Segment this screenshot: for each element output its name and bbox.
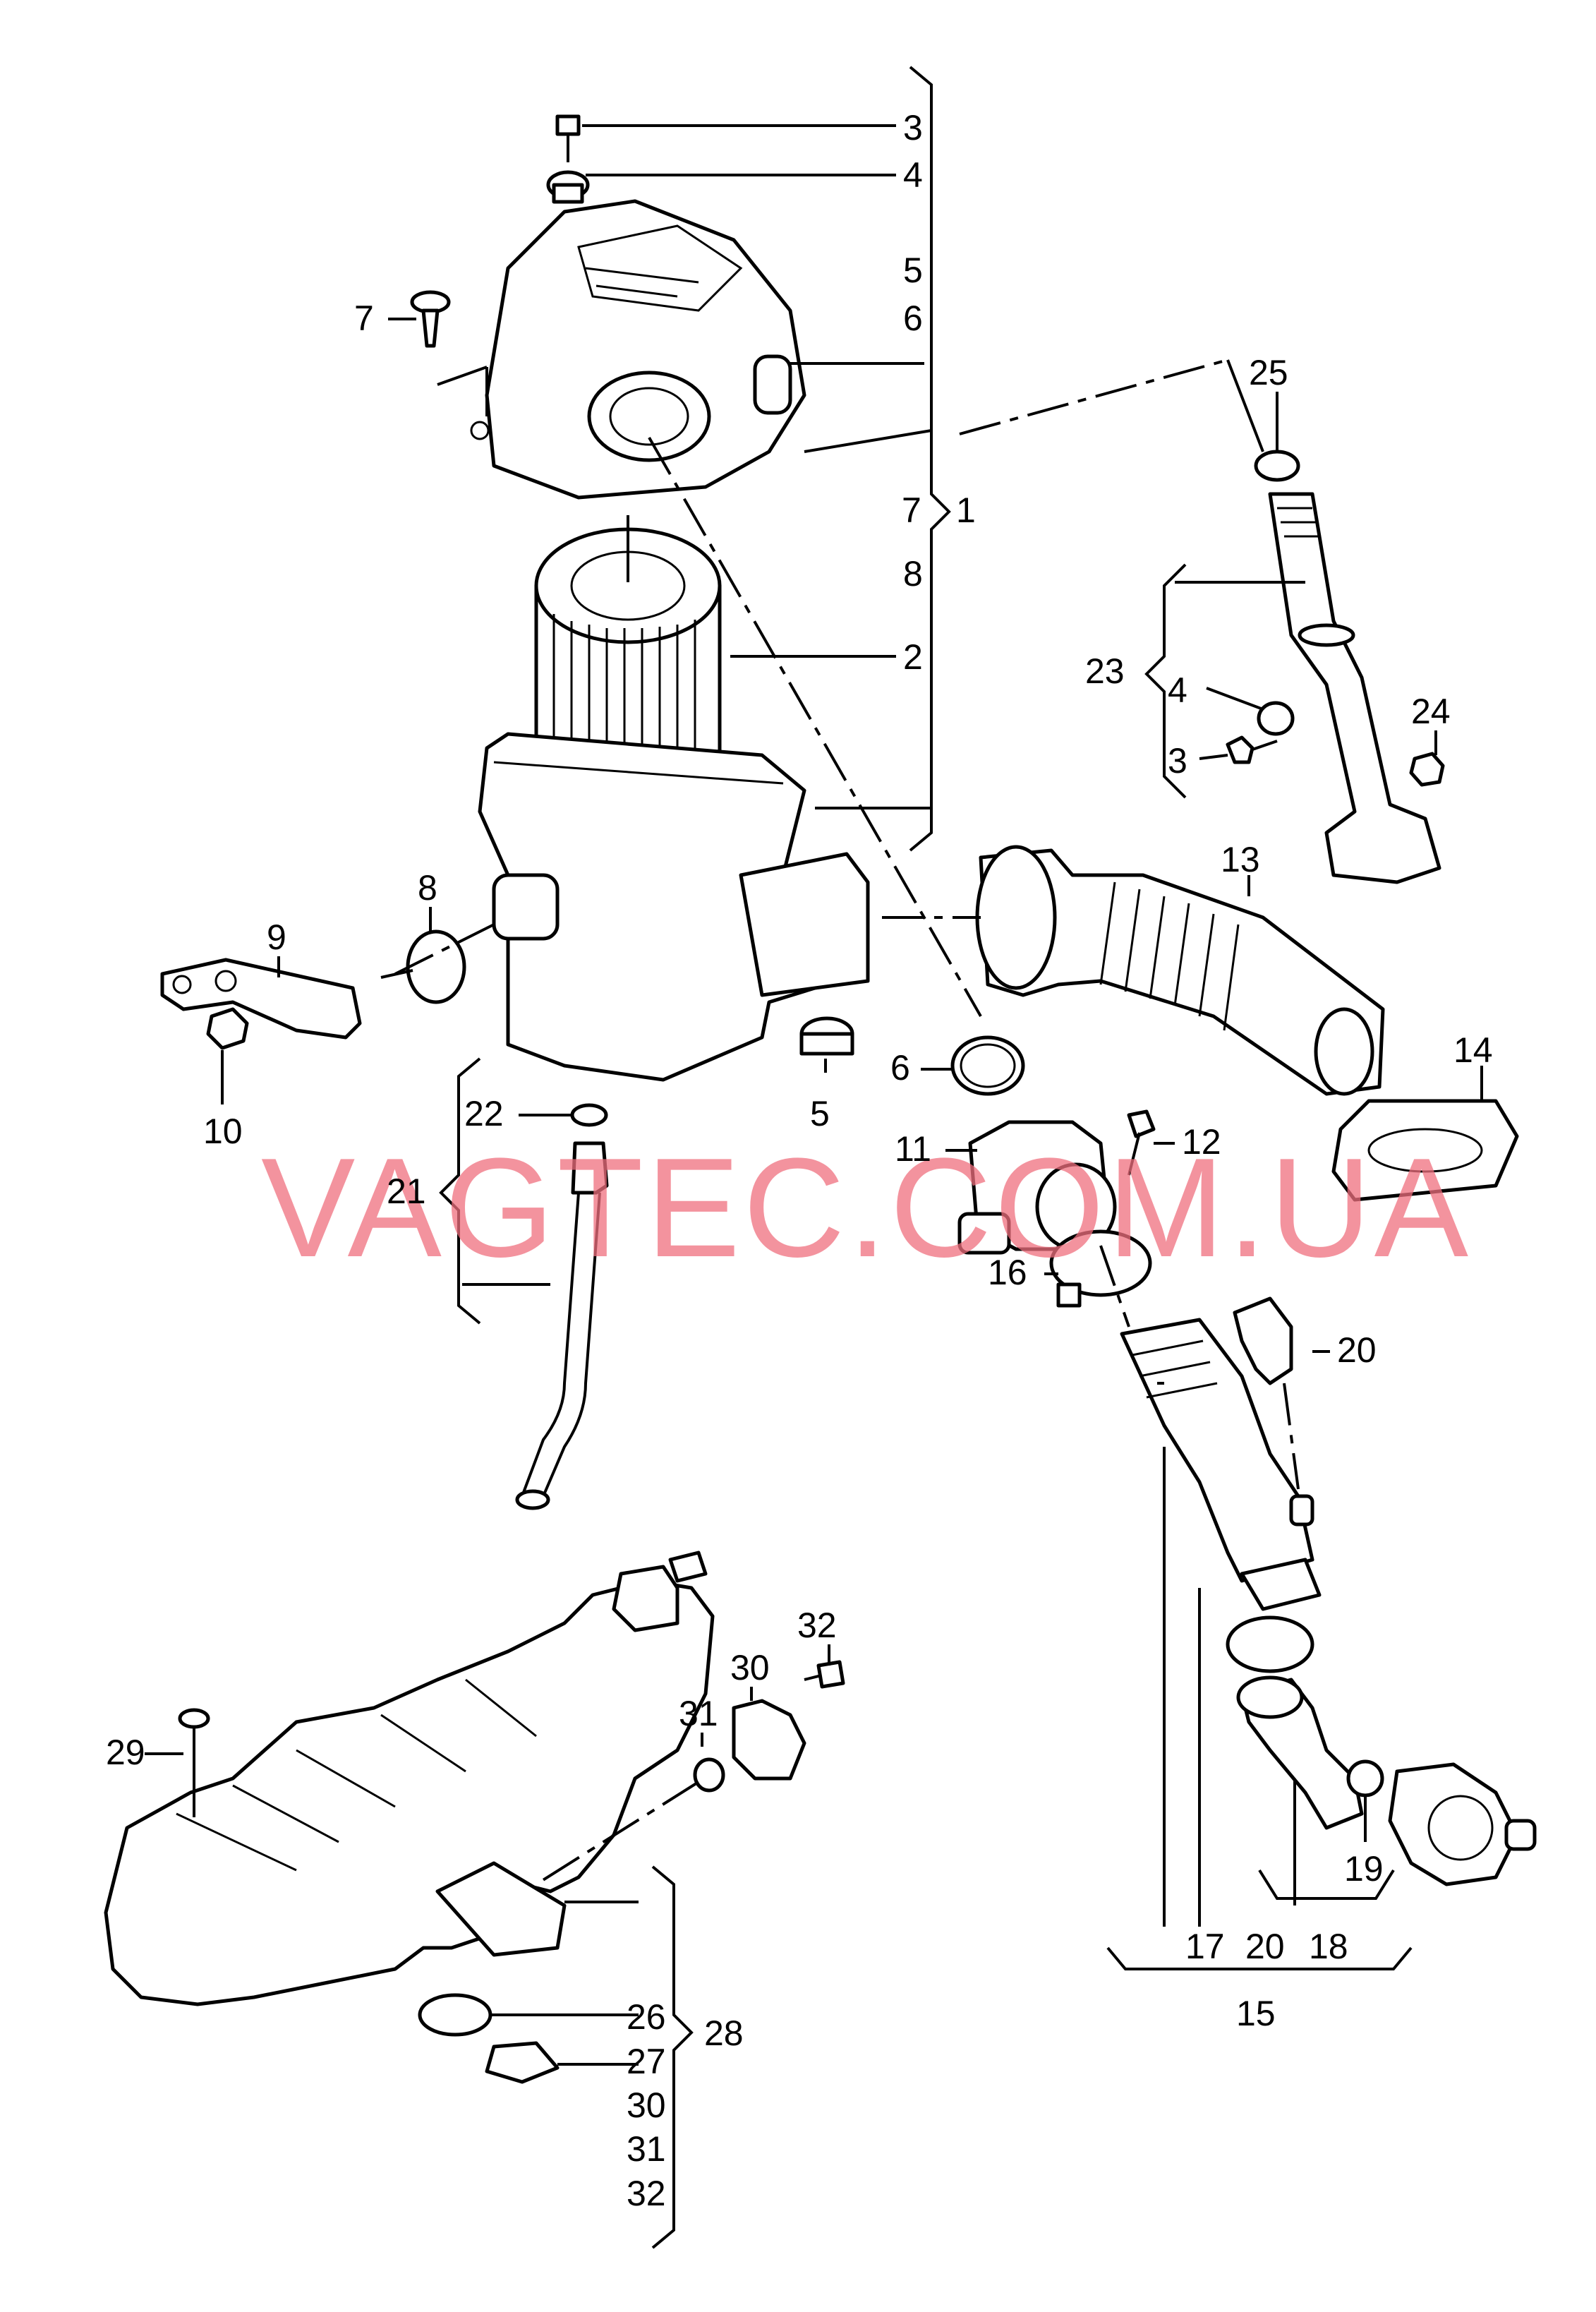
rubber-mount-8 — [380, 929, 466, 1004]
callout-32b: 32 — [627, 2174, 666, 2213]
callout-5a: 5 — [903, 251, 923, 290]
callout-12: 12 — [1182, 1122, 1221, 1162]
seal-22 — [570, 1103, 608, 1127]
bolt-29 — [178, 1708, 210, 1817]
vent-hose-23 — [1268, 492, 1441, 884]
bracket-group-21 — [439, 1057, 481, 1325]
callout-10: 10 — [203, 1112, 243, 1151]
bolt-3b — [1226, 735, 1278, 764]
leader-lines — [145, 124, 1483, 2066]
callout-8b: 8 — [418, 868, 437, 908]
callout-23: 23 — [1085, 651, 1125, 691]
charge-hose-17 — [1120, 1318, 1322, 1611]
callout-15: 15 — [1236, 1994, 1276, 2033]
cover-bolt — [555, 114, 581, 162]
callout-31b: 31 — [627, 2129, 666, 2169]
nut-24 — [1409, 752, 1445, 787]
gasket-27 — [485, 2041, 560, 2084]
screw-7 — [410, 290, 451, 348]
bracket-9 — [160, 958, 362, 1040]
cap-5 — [799, 1016, 854, 1056]
callout-25: 25 — [1249, 353, 1288, 392]
callout-31a: 31 — [679, 1694, 718, 1733]
callout-24: 24 — [1411, 692, 1451, 731]
callout-27: 27 — [627, 2042, 666, 2081]
cover-grommet — [546, 170, 590, 204]
bracket-group-23 — [1144, 563, 1187, 799]
callout-28: 28 — [704, 2013, 744, 2053]
clamp-16 — [1049, 1229, 1152, 1308]
callout-6a: 6 — [903, 299, 923, 338]
callout-2: 2 — [903, 637, 923, 677]
callout-4b: 4 — [1168, 670, 1187, 710]
o-ring-31 — [693, 1757, 725, 1793]
callout-8a: 8 — [903, 554, 923, 594]
drain-hose-21 — [515, 1141, 609, 1510]
callout-5b: 5 — [810, 1094, 830, 1133]
callout-7a: 7 — [354, 299, 374, 338]
grommet-4b — [1257, 701, 1295, 736]
callout-20a: 20 — [1337, 1330, 1377, 1370]
nut-10 — [206, 1007, 249, 1050]
callout-1: 1 — [956, 490, 976, 530]
clamp-lower — [1226, 1615, 1314, 1673]
callout-19: 19 — [1344, 1849, 1384, 1889]
callout-6b: 6 — [890, 1048, 910, 1088]
callout-7b: 7 — [902, 490, 921, 530]
intake-manifold — [104, 1551, 715, 2006]
callout-22: 22 — [464, 1094, 504, 1133]
callout-18: 18 — [1309, 1927, 1348, 1966]
valve-30 — [732, 1671, 833, 1781]
bracket-group-28 — [651, 1865, 694, 2249]
callout-30a: 30 — [730, 1648, 770, 1687]
o-ring-19 — [1346, 1759, 1384, 1798]
callout-3a: 3 — [903, 108, 923, 147]
callout-labels: 3 4 5 6 7 7 1 8 2 25 23 4 3 24 13 9 8 10… — [106, 108, 1493, 2213]
mount-14 — [1331, 1099, 1519, 1202]
sensor-stub — [1289, 1494, 1314, 1527]
callout-20b: 20 — [1245, 1927, 1285, 1966]
callout-14: 14 — [1453, 1030, 1493, 1070]
bracket-group-18 — [1258, 1869, 1395, 1900]
gasket-26 — [418, 1993, 492, 2037]
clamp-25 — [1254, 450, 1300, 482]
elbow-18 — [1236, 1675, 1364, 1830]
callout-21: 21 — [387, 1172, 426, 1211]
throttle-body-11 — [957, 1120, 1117, 1255]
sensor-20 — [1233, 1296, 1293, 1385]
air-filter-lower-housing — [478, 732, 870, 1082]
air-filter-cover — [470, 199, 806, 500]
callout-32a: 32 — [797, 1606, 837, 1645]
callout-17: 17 — [1185, 1927, 1225, 1966]
intake-duct-13 — [975, 845, 1385, 1096]
callout-30b: 30 — [627, 2085, 666, 2125]
watermark-text: VAGTEC.COM.UA — [261, 1129, 1471, 1287]
callout-26: 26 — [627, 1997, 666, 2037]
screw-12 — [1127, 1109, 1156, 1176]
callout-9: 9 — [267, 917, 286, 957]
callout-16: 16 — [988, 1253, 1027, 1292]
bracket-group-1 — [909, 66, 951, 852]
callout-3b: 3 — [1168, 741, 1187, 781]
callout-4a: 4 — [903, 155, 923, 195]
callout-29: 29 — [106, 1733, 145, 1772]
turbocharger-flange — [1388, 1762, 1537, 1886]
callout-11: 11 — [895, 1129, 931, 1169]
callout-13: 13 — [1221, 840, 1260, 879]
o-ring-6 — [950, 1035, 1025, 1096]
bolt-32 — [816, 1660, 845, 1689]
bracket-group-15 — [1106, 1946, 1413, 1970]
